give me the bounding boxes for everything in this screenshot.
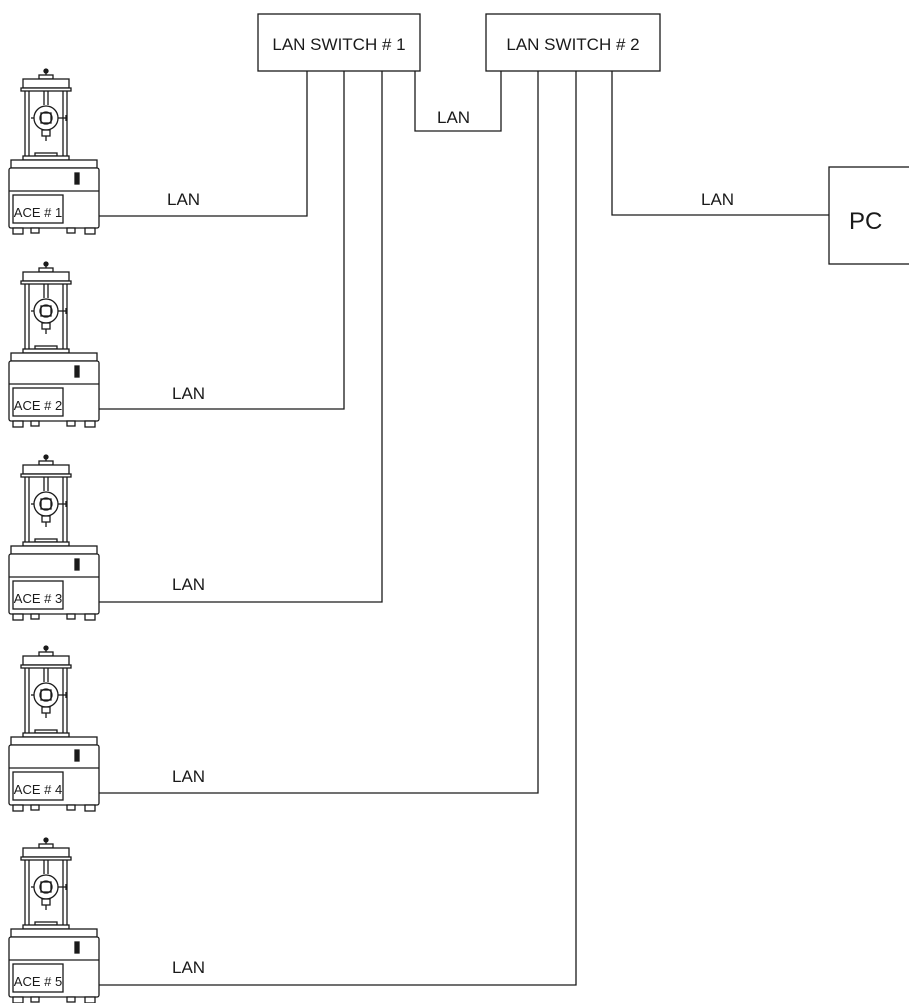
ace2-link-label: LAN xyxy=(172,384,205,403)
ace3-link-line xyxy=(96,71,383,603)
lan-switch-1: LAN SWITCH # 1 xyxy=(257,13,421,72)
switch-link-line xyxy=(414,71,502,132)
ace2-label: ACE # 2 xyxy=(14,398,62,413)
ace-machine-4: ACE # 4 xyxy=(8,645,100,812)
ace5-label: ACE # 5 xyxy=(14,974,62,989)
pc-link-line xyxy=(611,71,829,216)
ace3-label: ACE # 3 xyxy=(14,591,62,606)
ace-machine-3: ACE # 3 xyxy=(8,454,100,621)
lan-switch-2: LAN SWITCH # 2 xyxy=(485,13,661,72)
pc-label: PC xyxy=(849,208,882,235)
ace3-link-label: LAN xyxy=(172,575,205,594)
ace-machine-1: ACE # 1 xyxy=(8,68,100,235)
switch-link-label: LAN xyxy=(437,108,470,127)
ace2-link-line xyxy=(96,71,345,410)
ace4-link-line xyxy=(96,71,539,794)
ace1-link-label: LAN xyxy=(167,190,200,209)
ace-machine-5: ACE # 5 xyxy=(8,837,100,1003)
pc-link-label: LAN xyxy=(701,190,734,209)
lan-switch-2-label: LAN SWITCH # 2 xyxy=(506,35,639,54)
ace5-link-line xyxy=(96,71,577,986)
ace4-link-label: LAN xyxy=(172,767,205,786)
ace1-link-line xyxy=(96,71,308,217)
lan-switch-1-label: LAN SWITCH # 1 xyxy=(272,35,405,54)
pc-box: PC xyxy=(828,166,909,265)
ace-machine-2: ACE # 2 xyxy=(8,261,100,428)
ace5-link-label: LAN xyxy=(172,958,205,977)
ace1-label: ACE # 1 xyxy=(14,205,62,220)
ace4-label: ACE # 4 xyxy=(14,782,62,797)
